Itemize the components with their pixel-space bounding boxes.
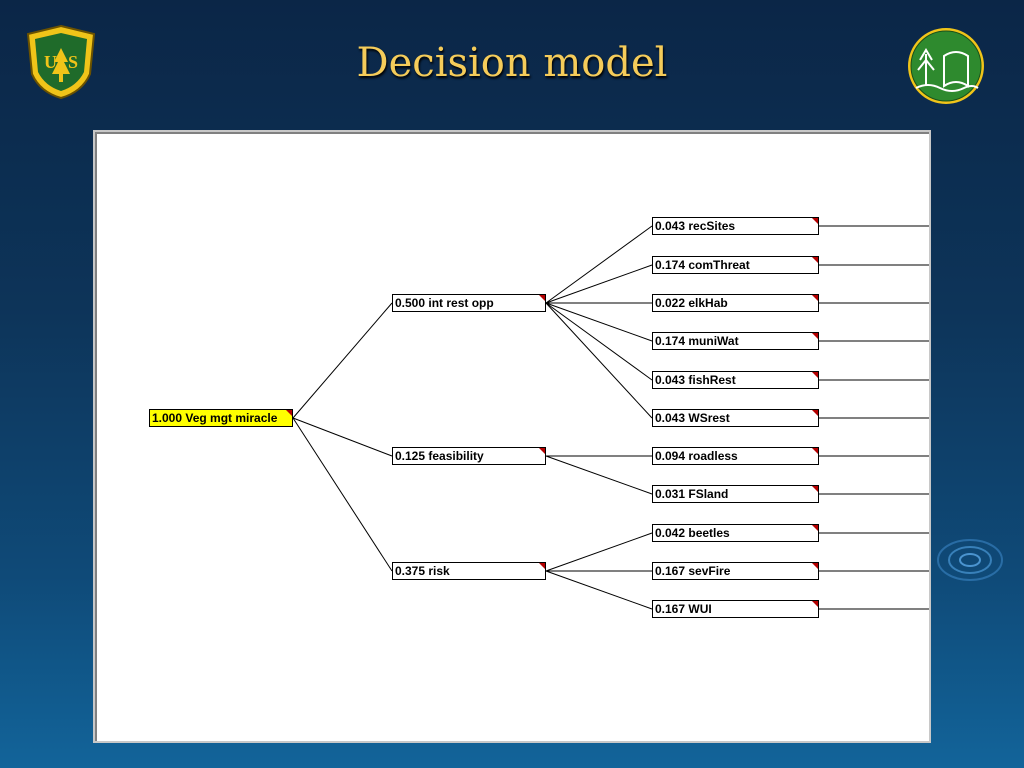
slide-title: Decision model <box>0 40 1024 86</box>
node-weight: 1.000 <box>152 411 182 425</box>
svg-text:S: S <box>68 52 78 72</box>
connector-risk-beetles <box>546 533 652 571</box>
forest-service-shield-icon: U S <box>24 24 98 100</box>
node-label: recSites <box>688 219 735 233</box>
node-roadless[interactable]: 0.094 roadless <box>652 447 819 465</box>
node-weight: 0.125 <box>395 449 425 463</box>
node-label: Veg mgt miracle <box>185 411 277 425</box>
node-label: comThreat <box>688 258 749 272</box>
connector-feas-FSland <box>546 456 652 494</box>
node-label: risk <box>428 564 449 578</box>
connector-int-muniWat <box>546 303 652 341</box>
node-beetles[interactable]: 0.042 beetles <box>652 524 819 542</box>
node-label: WSrest <box>688 411 729 425</box>
node-weight: 0.043 <box>655 373 685 387</box>
node-label: WUI <box>688 602 711 616</box>
node-label: elkHab <box>688 296 727 310</box>
tree-landscape-emblem-icon <box>904 26 988 106</box>
node-label: int rest opp <box>428 296 493 310</box>
node-label: fishRest <box>688 373 735 387</box>
node-label: roadless <box>688 449 737 463</box>
node-risk[interactable]: 0.375 risk <box>392 562 546 580</box>
node-FSland[interactable]: 0.031 FSland <box>652 485 819 503</box>
connector-int-recSites <box>546 226 652 303</box>
connector-int-fishRest <box>546 303 652 380</box>
node-label: beetles <box>688 526 729 540</box>
connector-root-int <box>293 303 392 418</box>
node-label: sevFire <box>688 564 730 578</box>
node-label: FSland <box>688 487 728 501</box>
node-WSrest[interactable]: 0.043 WSrest <box>652 409 819 427</box>
node-weight: 0.043 <box>655 411 685 425</box>
node-weight: 0.174 <box>655 334 685 348</box>
connector-int-WSrest <box>546 303 652 418</box>
node-weight: 0.022 <box>655 296 685 310</box>
node-feasibility[interactable]: 0.125 feasibility <box>392 447 546 465</box>
node-fishRest[interactable]: 0.043 fishRest <box>652 371 819 389</box>
node-WUI[interactable]: 0.167 WUI <box>652 600 819 618</box>
water-ripple-icon <box>935 530 1005 590</box>
node-label: feasibility <box>428 449 483 463</box>
node-int-rest-opp[interactable]: 0.500 int rest opp <box>392 294 546 312</box>
connector-risk-WUI <box>546 571 652 609</box>
node-weight: 0.167 <box>655 602 685 616</box>
decision-tree-panel: 1.000 Veg mgt miracle 0.500 int rest opp… <box>93 130 931 743</box>
node-weight: 0.167 <box>655 564 685 578</box>
node-weight: 0.031 <box>655 487 685 501</box>
node-recSites[interactable]: 0.043 recSites <box>652 217 819 235</box>
node-comThreat[interactable]: 0.174 comThreat <box>652 256 819 274</box>
node-muniWat[interactable]: 0.174 muniWat <box>652 332 819 350</box>
node-weight: 0.174 <box>655 258 685 272</box>
connector-root-feas <box>293 418 392 456</box>
connector-root-risk <box>293 418 392 571</box>
node-root[interactable]: 1.000 Veg mgt miracle <box>149 409 293 427</box>
node-sevFire[interactable]: 0.167 sevFire <box>652 562 819 580</box>
node-weight: 0.094 <box>655 449 685 463</box>
node-elkHab[interactable]: 0.022 elkHab <box>652 294 819 312</box>
node-label: muniWat <box>688 334 738 348</box>
node-weight: 0.375 <box>395 564 425 578</box>
node-weight: 0.043 <box>655 219 685 233</box>
connector-int-comThreat <box>546 265 652 303</box>
node-weight: 0.500 <box>395 296 425 310</box>
node-weight: 0.042 <box>655 526 685 540</box>
